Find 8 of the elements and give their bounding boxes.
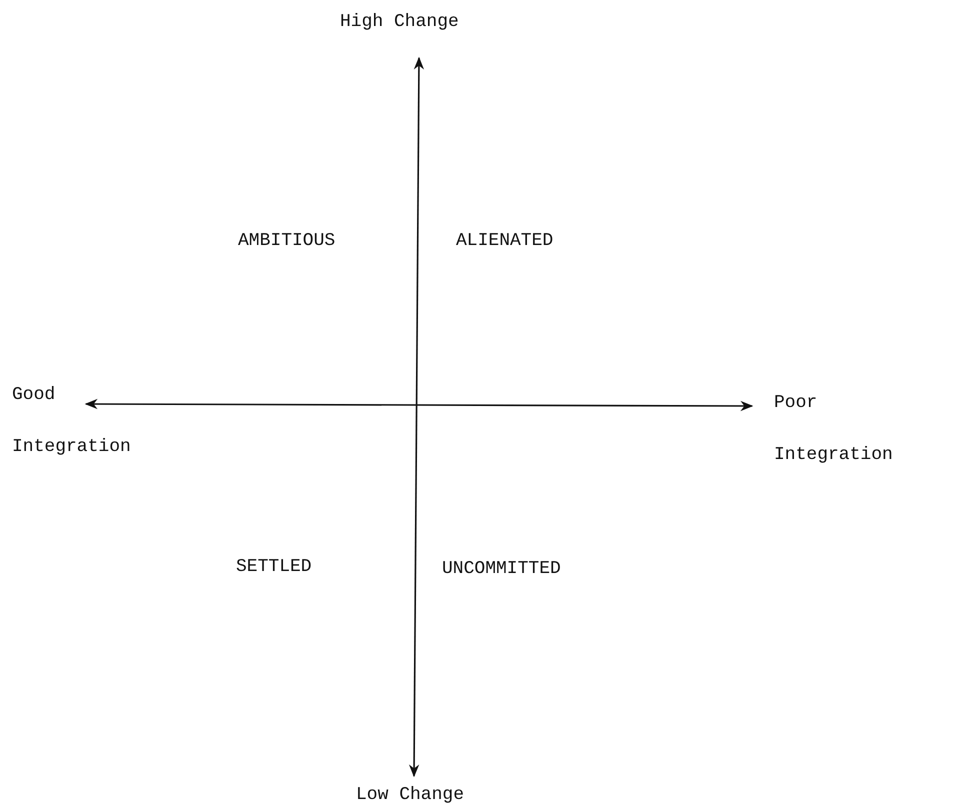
quadrant-label: SETTLED <box>236 556 312 579</box>
axis-label: Low Change <box>356 784 464 807</box>
quadrant-label: ALIENATED <box>456 230 554 253</box>
axis-label: Good Integration <box>12 384 132 459</box>
axis-label: High Change <box>340 11 459 34</box>
quadrant-label: UNCOMMITTED <box>442 558 561 581</box>
axis-label: Poor Integration <box>774 392 894 467</box>
quadrant-label: AMBITIOUS <box>238 230 336 253</box>
